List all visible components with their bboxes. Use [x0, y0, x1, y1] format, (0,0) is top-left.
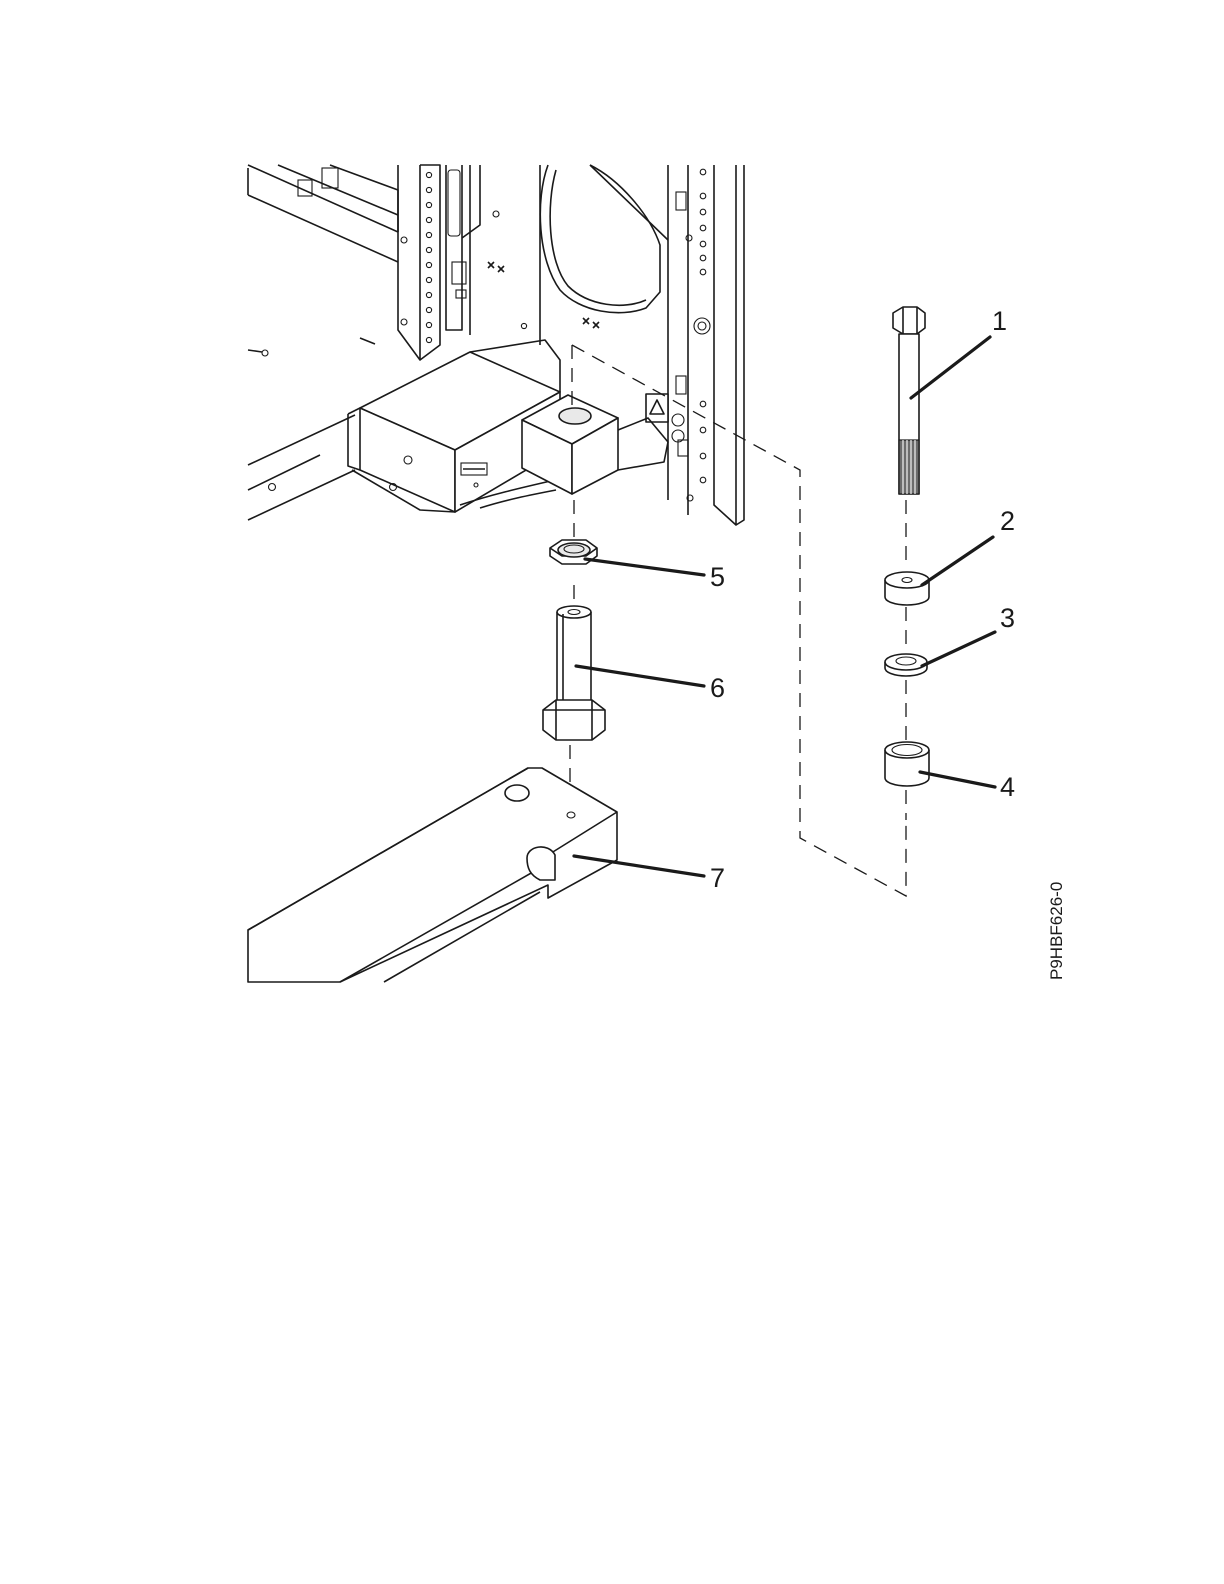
leader-4 [920, 772, 995, 787]
split-washer-part [885, 654, 927, 676]
leader-6 [576, 666, 704, 686]
leveler-foot-part [543, 606, 605, 740]
bolt-thread [899, 440, 919, 494]
callout-4: 4 [1000, 772, 1015, 802]
assembly-axis-lines [570, 345, 906, 896]
callout-leaders [574, 337, 995, 876]
callout-1: 1 [992, 306, 1007, 336]
callout-2: 2 [1000, 506, 1015, 536]
callout-numbers: 1 2 3 4 5 6 7 [710, 306, 1015, 893]
leader-3 [922, 632, 995, 666]
panel-fasteners [488, 262, 599, 328]
leader-2 [922, 537, 993, 585]
callout-3: 3 [1000, 603, 1015, 633]
callout-6: 6 [710, 673, 725, 703]
sleeve-part [885, 742, 929, 786]
spacer-part [885, 572, 929, 605]
leader-5 [585, 559, 704, 575]
callout-7: 7 [710, 863, 725, 893]
callout-5: 5 [710, 562, 725, 592]
floor-plate-part [248, 768, 617, 982]
figure-id: P9HBF626-0 [1047, 882, 1066, 980]
warning-label-icon [646, 394, 684, 442]
bolt-part [893, 307, 925, 494]
right-post-holes [686, 169, 710, 501]
leader-1 [911, 337, 990, 398]
